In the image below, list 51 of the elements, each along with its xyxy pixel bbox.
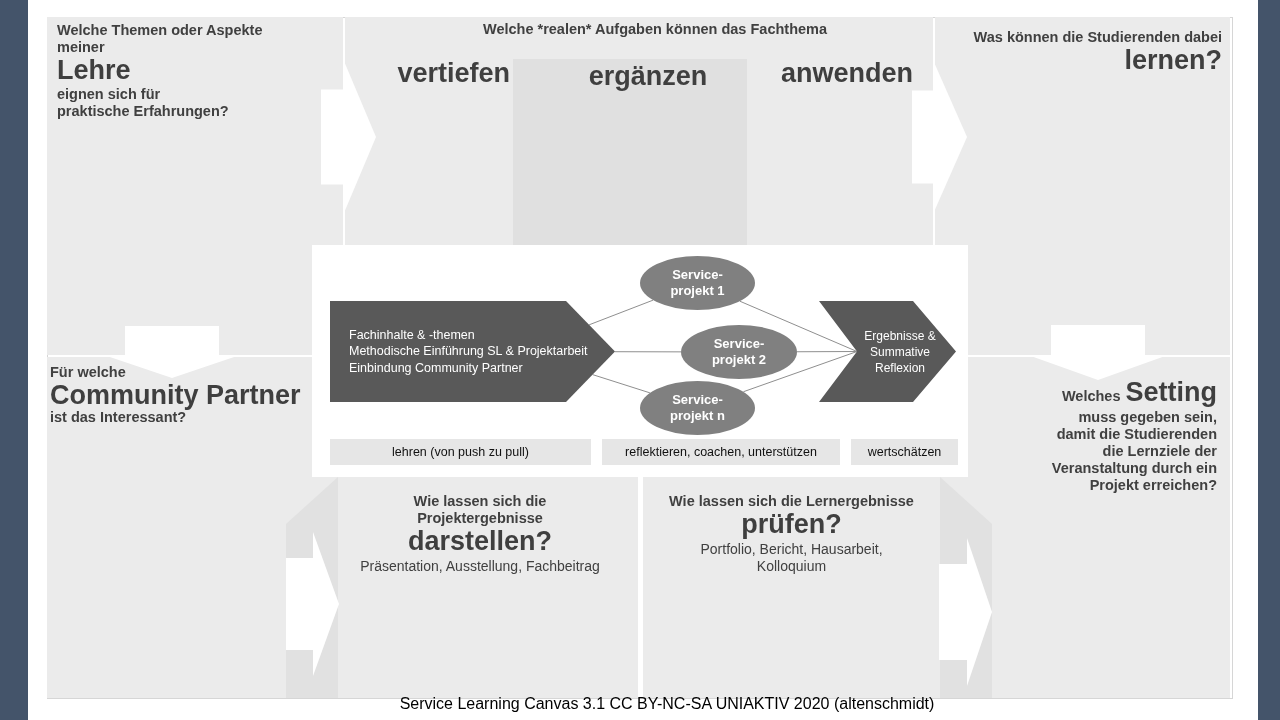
keyword-heading: Setting (1125, 378, 1217, 406)
project-ellipse (640, 256, 755, 310)
result-chevron (819, 301, 956, 402)
result-text: Ergebnisse & Summative Reflexion (863, 327, 937, 376)
example-text: Portfolio, Bericht, Hausarbeit, Kolloquium (699, 541, 884, 575)
activity-text: wertschätzen (867, 444, 942, 460)
canvas-panel (643, 477, 940, 698)
activity-text: reflektieren, coachen, unterstützen (625, 444, 817, 460)
keyword-heading: ergänzen (588, 62, 708, 90)
project-label: Service- projekt n (669, 392, 726, 424)
prompt-text: Für welche (50, 364, 126, 381)
prompt-text: Wie lassen sich die Projektergebnisse (412, 493, 548, 527)
project-label: Service- projekt 1 (669, 267, 726, 299)
canvas-panel (345, 17, 933, 245)
activity-bar (330, 439, 591, 465)
list-text: Fachinhalte & -themen (349, 326, 475, 344)
activity-bar (851, 439, 958, 465)
prompt-text: ist das Interessant? (50, 409, 187, 426)
keyword-heading: Lehre (57, 56, 131, 84)
prompt-text: Wie lassen sich die Lernergebnisse (669, 493, 914, 510)
activity-text: lehren (von push zu pull) (392, 444, 529, 460)
keyword-heading: anwenden (780, 59, 913, 87)
list-text: Einbindung Community Partner (349, 359, 523, 377)
project-label: Service- projekt 2 (710, 336, 768, 368)
caption-text: Service Learning Canvas 3.1 CC BY-NC-SA UNIAKTIV 2020 (altenschmidt) (398, 695, 936, 713)
block-arrow (939, 538, 992, 686)
prompt-text: Was können die Studierenden dabei (973, 29, 1222, 46)
connector-line (739, 300, 858, 352)
project-ellipse (640, 381, 755, 435)
keyword-heading: darstellen? (407, 527, 552, 555)
list-text: Methodische Einführung SL & Projektarbeit (349, 343, 588, 360)
process-arrow (330, 301, 615, 402)
connector-line (592, 374, 651, 394)
prompt-text: Welche *realen* Aufgaben können das Fachthema (482, 21, 828, 38)
center-panel (312, 245, 968, 477)
canvas-panel (47, 17, 343, 355)
prompt-text: Welches (1061, 388, 1121, 405)
block-arrow (286, 532, 339, 676)
prompt-text: eignen sich für praktische Erfahrungen? (57, 86, 230, 120)
keyword-heading: prüfen? (741, 510, 842, 538)
activity-bar (602, 439, 840, 465)
canvas-panel (935, 17, 1230, 355)
connector-line (614, 351, 682, 353)
canvas-panel (338, 477, 638, 698)
prompt-text: Welche Themen oder Aspekte meiner (57, 22, 264, 56)
prompt-text: muss gegeben sein, damit die Studierenden die Lernziele der Veranstaltung durch ein Projekt erreichen? (1050, 409, 1217, 494)
keyword-heading: vertiefen (397, 59, 510, 87)
connector-line (588, 299, 654, 326)
example-text: Präsentation, Ausstellung, Fachbeitrag (360, 558, 600, 575)
project-ellipse (681, 325, 797, 379)
keyword-heading: lernen? (1124, 46, 1222, 74)
